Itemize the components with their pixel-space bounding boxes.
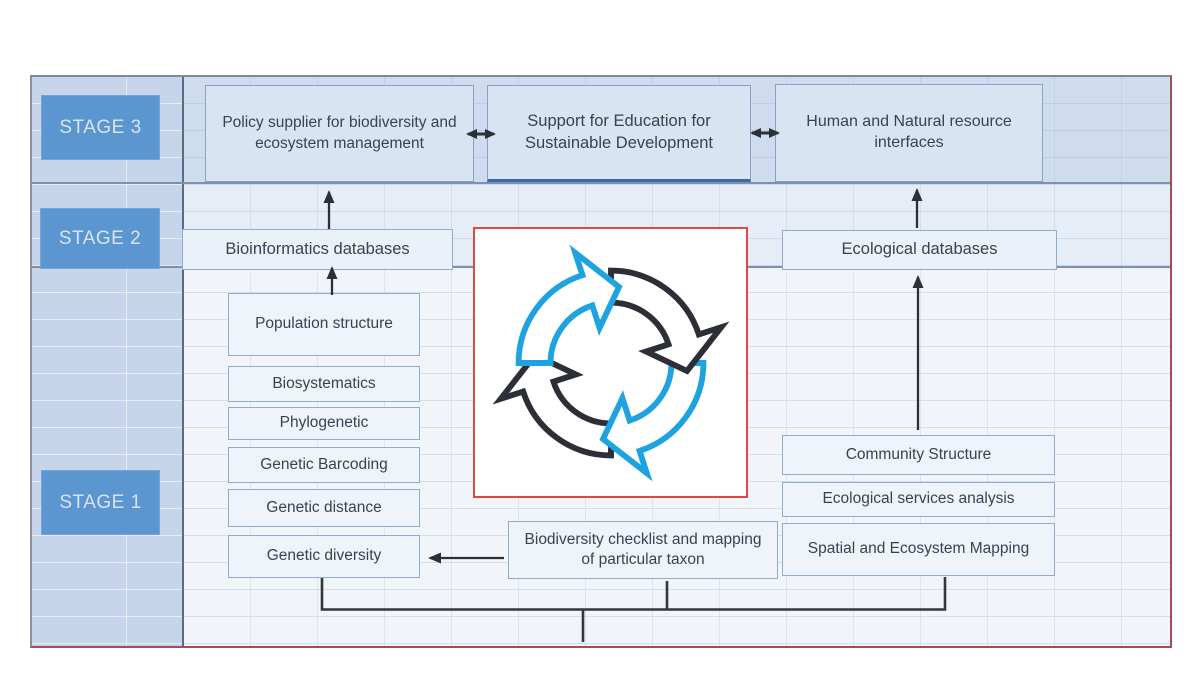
stage3-stage2-boundary	[32, 182, 1170, 184]
cycle-arrows-icon	[485, 237, 737, 489]
stage-label-2: STAGE 2	[40, 208, 160, 269]
box-biodiversity-checklist: Biodiversity checklist and mapping of pa…	[508, 521, 778, 579]
box-human-natural-interfaces: Human and Natural resource interfaces	[775, 84, 1043, 182]
stage-label-1: STAGE 1	[41, 470, 160, 535]
box-policy-supplier: Policy supplier for biodiversity and eco…	[205, 85, 474, 182]
box-ecological-services-analysis: Ecological services analysis	[782, 482, 1055, 517]
box-ecological-databases: Ecological databases	[782, 230, 1057, 270]
box-support-education: Support for Education for Sustainable De…	[487, 85, 751, 182]
box-genetic-distance: Genetic distance	[228, 489, 420, 527]
cycle-image-frame	[473, 227, 748, 498]
cycle-arrow-blue-bottom	[603, 363, 703, 473]
cycle-arrow-black-right	[611, 270, 721, 370]
box-spatial-ecosystem-mapping: Spatial and Ecosystem Mapping	[782, 523, 1055, 576]
box-biosystematics: Biosystematics	[228, 366, 420, 402]
box-phylogenetic: Phylogenetic	[228, 407, 420, 440]
box-community-structure: Community Structure	[782, 435, 1055, 475]
diagram-frame	[30, 75, 1172, 648]
cycle-arrow-black-left	[500, 355, 610, 455]
grid-lines-left	[32, 77, 182, 646]
box-bioinformatics-databases: Bioinformatics databases	[182, 229, 453, 270]
stage-label-3: STAGE 3	[41, 95, 160, 160]
cycle-arrow-blue-top	[518, 252, 618, 362]
box-population-structure: Population structure	[228, 293, 420, 356]
box-genetic-diversity: Genetic diversity	[228, 535, 420, 578]
stage-column-divider	[182, 77, 184, 646]
box-genetic-barcoding: Genetic Barcoding	[228, 447, 420, 483]
